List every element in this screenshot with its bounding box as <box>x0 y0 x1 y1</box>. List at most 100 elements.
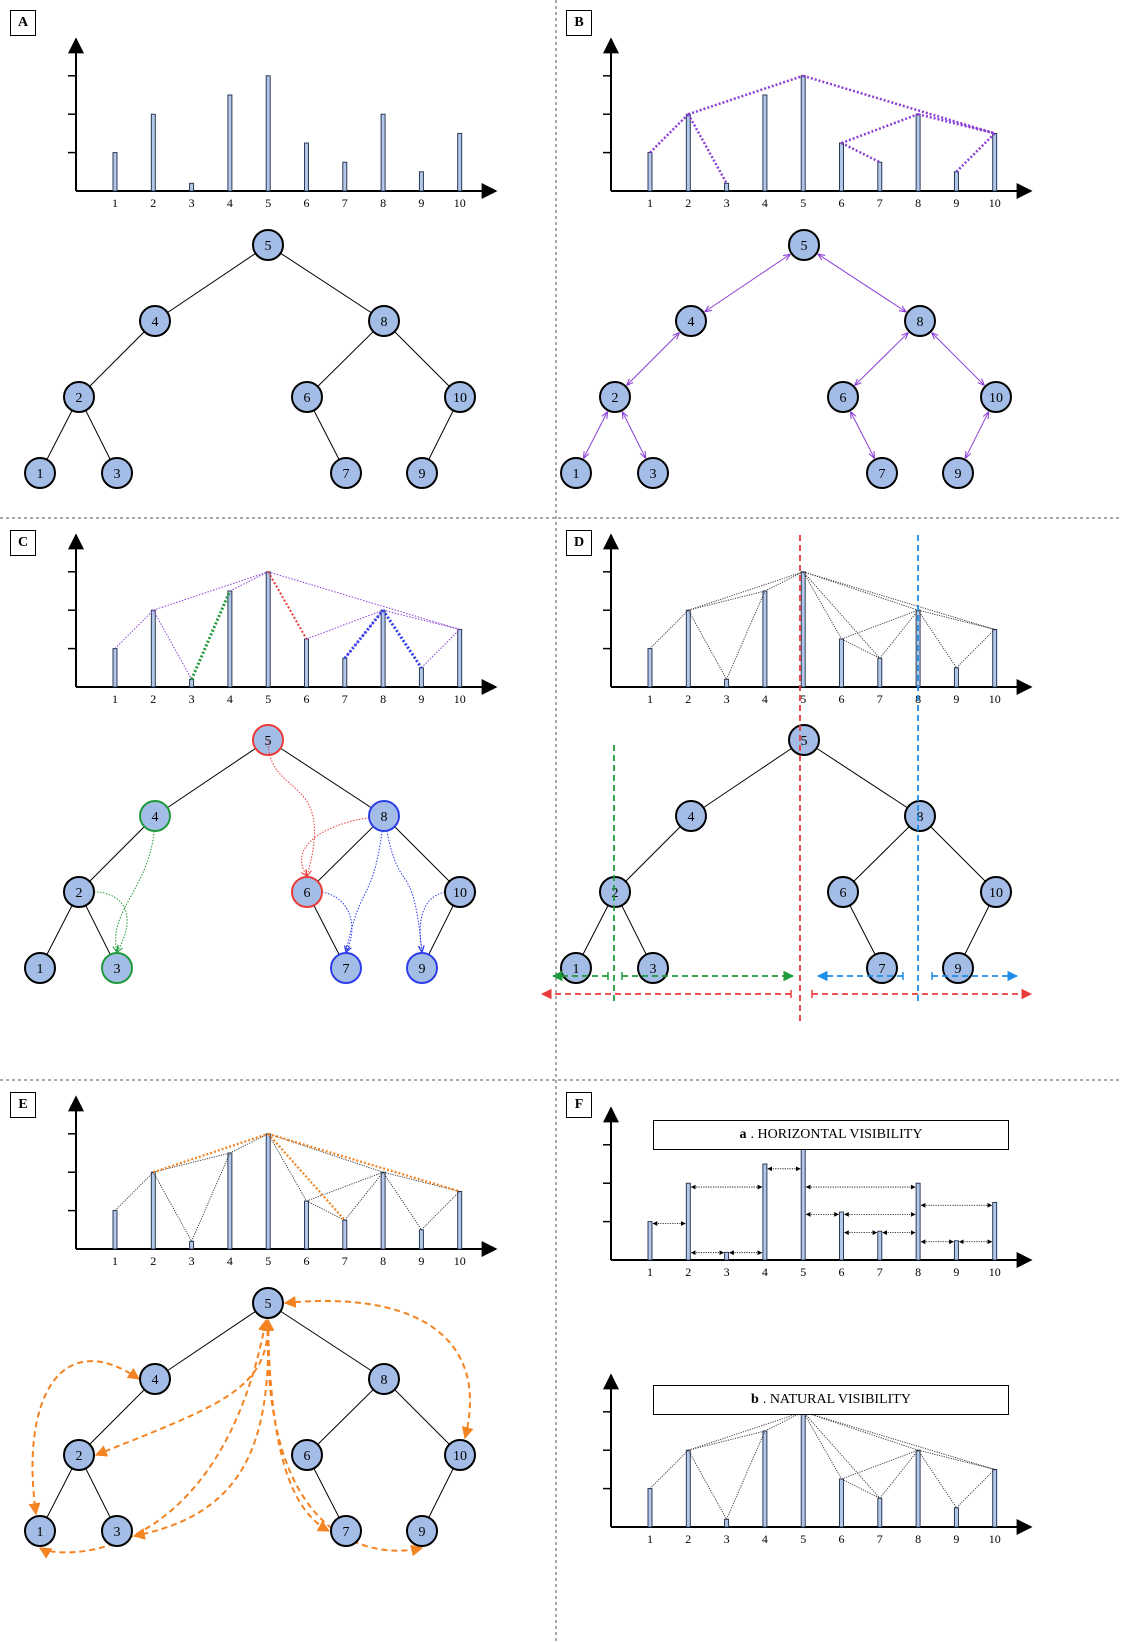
bar-3 <box>189 1240 195 1250</box>
bar-4 <box>227 94 233 192</box>
x-tick-label-7: 7 <box>877 692 883 706</box>
x-tick-label-7: 7 <box>877 196 883 210</box>
x-tick-label-9: 9 <box>418 692 424 706</box>
visibility-edge-8-10 <box>382 1171 460 1192</box>
x-tick-label-2: 2 <box>685 692 691 706</box>
x-tick-label-8: 8 <box>915 1532 921 1546</box>
visibility-edge-7-8 <box>344 1171 384 1221</box>
curve-1-5 <box>38 1318 270 1559</box>
x-tick-label-7: 7 <box>342 692 348 706</box>
tree-node-7 <box>330 1515 362 1547</box>
tree-node-9 <box>406 1515 438 1547</box>
bar-7 <box>342 161 348 192</box>
tree-node-5 <box>252 229 284 261</box>
tree-edge-8-10 <box>919 815 997 893</box>
tree-node-10 <box>444 381 476 413</box>
bar-6 <box>304 638 309 688</box>
bar-6 <box>839 1211 844 1261</box>
visibility-edge-8-10 <box>917 1449 995 1470</box>
tree-edge-8-10 <box>383 1378 461 1456</box>
bar-4 <box>227 1152 233 1250</box>
visibility-edge-4-5 <box>229 1133 269 1154</box>
visibility-edge-2-4 <box>688 1430 766 1451</box>
tree-node-4 <box>139 1363 171 1395</box>
bar-4 <box>762 94 768 192</box>
tree-node-8 <box>368 1363 400 1395</box>
visibility-edge-3-4 <box>191 1152 231 1242</box>
tree-node-label-4: 4 <box>688 315 695 330</box>
x-tick-label-2: 2 <box>150 692 156 706</box>
panel-label-c: C <box>10 530 36 556</box>
tree-node-4 <box>675 305 707 337</box>
bar-10 <box>457 628 463 688</box>
tree-node-label-10: 10 <box>989 391 1003 406</box>
bar-4 <box>762 590 768 688</box>
visibility-edge-6-7 <box>840 141 881 164</box>
bar-3 <box>724 1251 730 1261</box>
natural-visibility-text: . NATURAL VISIBILITY <box>762 1392 911 1407</box>
visibility-edge-8-10 <box>917 112 996 135</box>
x-tick-label-3: 3 <box>724 196 730 210</box>
bar-2 <box>685 113 691 192</box>
x-tick-label-6: 6 <box>304 196 310 210</box>
visibility-edge-5-10 <box>268 571 460 630</box>
bar-1 <box>647 1221 653 1261</box>
tree-node-label-2: 2 <box>76 391 83 406</box>
visibility-edge-5-6 <box>802 1411 842 1480</box>
x-tick-label-9: 9 <box>418 1254 424 1268</box>
annotations-layer <box>267 535 1033 1022</box>
tree-node-label-8: 8 <box>917 810 924 825</box>
visibility-edge-7-8 <box>879 1449 919 1499</box>
tree-edge-5-4 <box>154 739 269 817</box>
visibility-edge-8-9 <box>917 609 957 669</box>
bar-8 <box>915 1449 921 1528</box>
visibility-edge-6-7 <box>841 1478 881 1499</box>
x-tick-label-1: 1 <box>112 196 118 210</box>
visibility-edge-8-10 <box>382 609 460 630</box>
bar-7 <box>877 1230 883 1261</box>
tree-node-10 <box>444 1439 476 1471</box>
visibility-edge-5-6 <box>267 571 308 640</box>
bar-7 <box>342 657 348 688</box>
bar-2 <box>150 609 156 688</box>
visibility-edge-7-8 <box>344 609 384 659</box>
x-tick-label-3: 3 <box>189 196 195 210</box>
tree-node-10 <box>980 381 1012 413</box>
x-tick-label-4: 4 <box>762 1532 768 1546</box>
bar-3 <box>724 182 730 192</box>
curve-5-8-red <box>267 739 316 876</box>
x-tick-label-8: 8 <box>380 692 386 706</box>
x-tick-label-7: 7 <box>877 1265 883 1279</box>
tree-edge-4-2 <box>78 320 156 398</box>
visibility-edge-6-8 <box>841 609 919 640</box>
bar-10 <box>457 132 463 192</box>
x-tick-label-10: 10 <box>989 692 1001 706</box>
visibility-edge-8-9 <box>382 1171 422 1231</box>
curve-4-3 <box>116 815 156 952</box>
tree-node-label-4: 4 <box>152 810 159 825</box>
bar-9 <box>953 667 959 688</box>
bar-1 <box>647 1488 653 1528</box>
x-tick-label-5: 5 <box>800 1265 806 1279</box>
tree-node-label-5: 5 <box>801 239 808 254</box>
tree-node-5 <box>788 724 820 756</box>
horizontal-visibility-prefix: a <box>739 1127 747 1142</box>
visibility-edge-8-9 <box>917 1449 957 1509</box>
tree-node-label-6: 6 <box>304 1449 311 1464</box>
x-tick-label-2: 2 <box>685 1265 691 1279</box>
tree-node-2 <box>599 876 631 908</box>
tree-node-label-9: 9 <box>419 962 426 977</box>
horizontal-visibility-title: a. HORIZONTAL VISIBILITY <box>653 1120 1009 1150</box>
tree-node-label-3: 3 <box>650 467 657 482</box>
bar-6 <box>304 1200 309 1250</box>
natural-visibility-prefix: b <box>751 1392 759 1407</box>
tree-edge-5-8 <box>818 254 906 311</box>
x-tick-label-3: 3 <box>724 1265 730 1279</box>
tree-node-label-1: 1 <box>37 467 44 482</box>
tree-node-label-5: 5 <box>265 239 272 254</box>
visibility-edge-2-3 <box>152 1171 192 1242</box>
tree-node-label-3: 3 <box>650 962 657 977</box>
